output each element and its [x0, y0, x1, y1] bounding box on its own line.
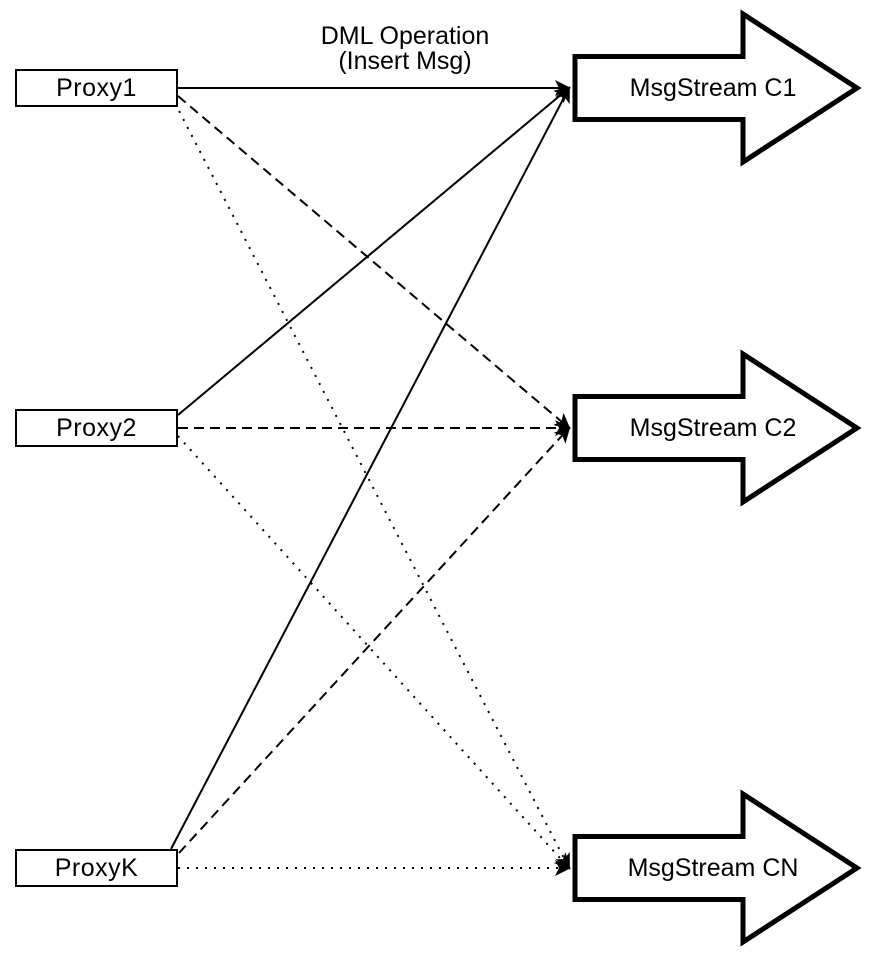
edge-proxy1-cn — [174, 102, 570, 870]
edge-proxyk-c2 — [178, 426, 571, 854]
proxy2-node: Proxy2 — [15, 409, 178, 447]
msgstream-c2-block-arrow-icon — [572, 349, 862, 507]
proxyk-label: ProxyK — [54, 853, 139, 882]
edge-proxy1-c2 — [177, 95, 571, 430]
edge-proxy2-cn — [177, 435, 571, 870]
edge-proxy2-c1 — [177, 86, 571, 416]
msgstream-cn-label: MsgStream CN — [627, 853, 799, 882]
msgstream-cn-block-arrow-icon — [572, 789, 862, 947]
dml-operation-label: DML Operation (Insert Msg) — [255, 24, 555, 74]
dml-operation-label-line2: (Insert Msg) — [338, 47, 472, 75]
dml-operation-label-line1: DML Operation — [320, 22, 490, 50]
edge-proxyk-c1 — [170, 86, 570, 850]
msgstream-c1-label: MsgStream C1 — [629, 73, 797, 102]
proxy2-label: Proxy2 — [56, 413, 137, 442]
proxy1-node: Proxy1 — [15, 69, 178, 107]
proxyk-node: ProxyK — [15, 849, 178, 887]
msgstream-c1-block-arrow-icon — [572, 9, 862, 167]
proxy1-label: Proxy1 — [56, 73, 137, 102]
msgstream-c2-label: MsgStream C2 — [629, 413, 797, 442]
